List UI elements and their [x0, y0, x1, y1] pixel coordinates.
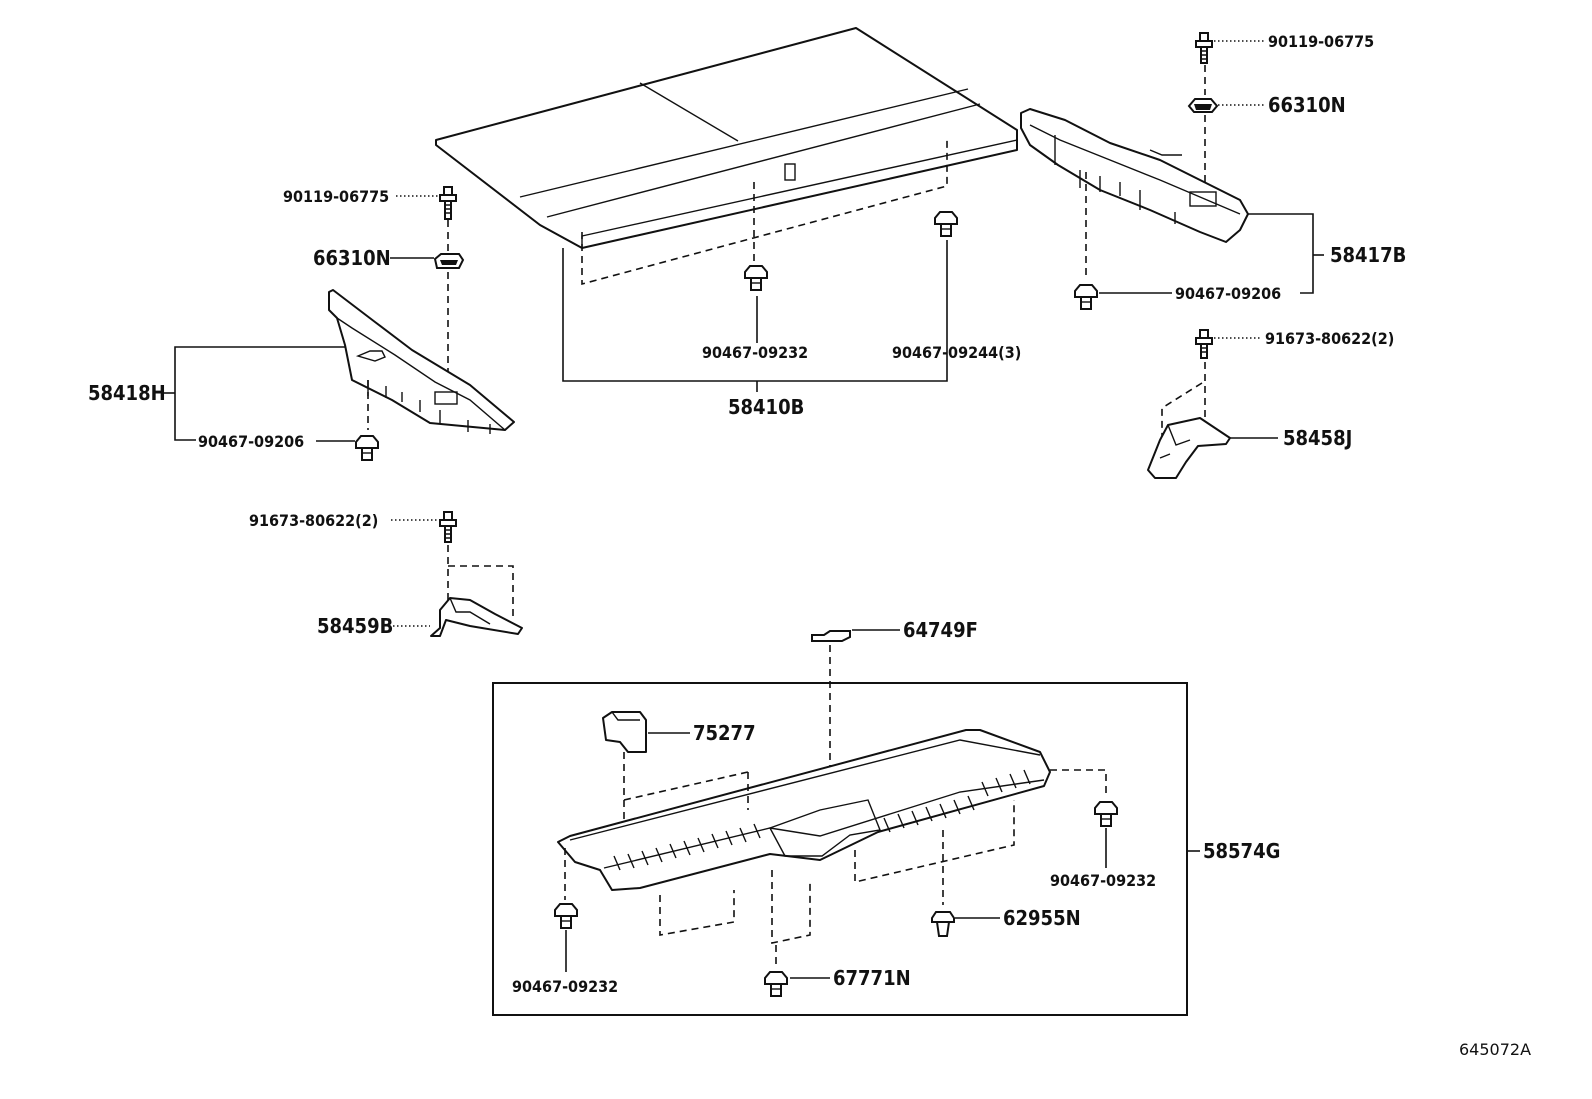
nut-icon: [433, 253, 465, 269]
clip-icon: [744, 265, 768, 291]
callout-66310N-left: 66310N: [313, 246, 391, 270]
callout-90467-09206-right: 90467-09206: [1175, 284, 1281, 303]
callout-90467-09232-bottom: 90467-09232: [512, 977, 618, 996]
clip-icon: [554, 903, 578, 929]
callout-58417B: 58417B: [1330, 243, 1406, 267]
callout-75277: 75277: [693, 721, 756, 745]
scuff-plate-58574G: [557, 729, 1051, 891]
screw-icon: [439, 511, 457, 543]
callout-58574G: 58574G: [1203, 839, 1280, 863]
callout-58458J: 58458J: [1283, 426, 1352, 450]
callout-91673-80622-left: 91673-80622(2): [249, 511, 378, 530]
callout-66310N-right: 66310N: [1268, 93, 1346, 117]
nut-icon: [1187, 98, 1219, 113]
callout-90119-06775-right: 90119-06775: [1268, 32, 1374, 51]
deck-board-58410B: [435, 27, 1018, 250]
callout-90119-06775-left: 90119-06775: [283, 187, 389, 206]
deck-board-dashed-lines: [581, 140, 948, 286]
callout-90467-09232-right: 90467-09232: [1050, 871, 1156, 890]
callout-90467-09232-top: 90467-09232: [702, 343, 808, 362]
clip-icon: [1094, 801, 1118, 827]
callout-62955N: 62955N: [1003, 906, 1081, 930]
callout-64749F: 64749F: [903, 618, 978, 642]
pad-75277: [602, 711, 647, 753]
figure-code: 645072A: [1459, 1040, 1531, 1059]
callout-90467-09244: 90467-09244(3): [892, 343, 1021, 362]
clip-64749F: [811, 630, 851, 642]
callout-67771N: 67771N: [833, 966, 911, 990]
assembly-box: [492, 682, 1188, 1016]
bracket-58459B: [430, 597, 523, 637]
screw-icon: [1195, 329, 1213, 359]
side-trim-58418H: [328, 289, 515, 434]
callout-90467-09206-left: 90467-09206: [198, 432, 304, 451]
clip-67771N: [764, 971, 788, 997]
callout-58459B: 58459B: [317, 614, 393, 638]
clip-icon: [934, 211, 958, 237]
callout-58410B: 58410B: [728, 395, 804, 419]
clip-62955N: [931, 911, 955, 937]
clip-icon: [1074, 284, 1098, 310]
clip-icon: [355, 435, 379, 461]
deck-board-bracket: [562, 240, 948, 392]
screw-icon: [1195, 32, 1213, 64]
screw-icon: [439, 186, 457, 220]
callout-91673-80622-right: 91673-80622(2): [1265, 329, 1394, 348]
side-trim-58417B: [1020, 108, 1249, 243]
callout-58418H: 58418H: [88, 381, 166, 405]
bracket-58458J: [1147, 417, 1231, 479]
